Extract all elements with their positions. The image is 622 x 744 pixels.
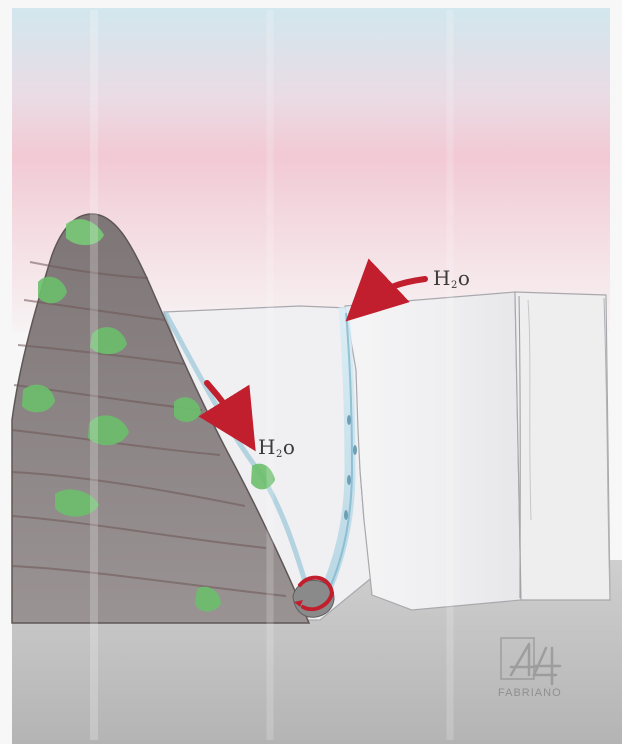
h2o-label-right-main: H — [433, 266, 451, 290]
center-cliff-block — [345, 292, 521, 610]
water-drop-2 — [353, 445, 357, 455]
fabriano-watermark-text: FABRIANO — [498, 687, 562, 699]
h2o-label-left: H2o — [258, 437, 295, 460]
h2o-label-right-sub: 2 — [451, 280, 458, 291]
water-drop-3 — [347, 475, 351, 485]
h2o-label-left-tail: o — [283, 435, 296, 459]
h2o-label-right: H2o — [433, 268, 470, 291]
water-drop-4 — [344, 510, 348, 520]
h2o-label-left-main: H — [258, 435, 276, 459]
h2o-label-right-tail: o — [458, 266, 471, 290]
h2o-label-left-sub: 2 — [276, 449, 283, 460]
water-drop-1 — [347, 415, 351, 425]
